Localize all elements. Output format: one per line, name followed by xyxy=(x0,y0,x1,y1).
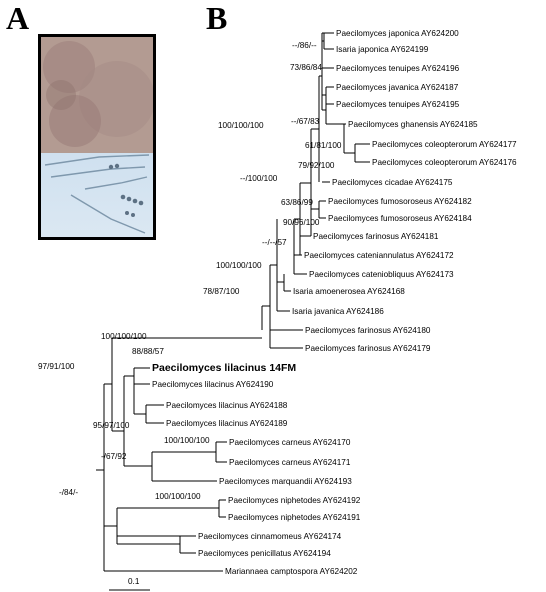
support-value: 78/87/100 xyxy=(203,287,240,296)
support-value: 88/88/57 xyxy=(132,347,164,356)
taxon-label: Paecilomyces lilacinus AY624188 xyxy=(166,401,288,410)
taxon-label: Paecilomyces lilacinus AY624189 xyxy=(166,419,288,428)
scale-bar-label: 0.1 xyxy=(128,577,140,586)
taxon-label: Paecilomyces ghanensis AY624185 xyxy=(348,120,478,129)
taxon-label: Paecilomyces farinosus AY624179 xyxy=(305,344,431,353)
support-value: --/86/-- xyxy=(292,41,317,50)
taxon-label: Isaria javanica AY624186 xyxy=(292,307,384,316)
taxon-label: Paecilomyces carneus AY624171 xyxy=(229,458,351,467)
panel-label-b: B xyxy=(206,0,228,36)
support-value: 100/100/100 xyxy=(218,121,264,130)
taxon-label: Paecilomyces coleopterorum AY624177 xyxy=(372,140,517,149)
taxon-label: Paecilomyces penicillatus AY624194 xyxy=(198,549,331,558)
support-value: -/84/- xyxy=(59,488,78,497)
taxon-label: Paecilomyces cinnamomeus AY624174 xyxy=(198,532,342,541)
taxon-label: Isaria japonica AY624199 xyxy=(336,45,429,54)
taxon-label: Paecilomyces niphetodes AY624191 xyxy=(228,513,361,522)
taxon-label: Paecilomyces cicadae AY624175 xyxy=(332,178,453,187)
taxon-label: Paecilomyces carneus AY624170 xyxy=(229,438,351,447)
taxon-label: Paecilomyces farinosus AY624180 xyxy=(305,326,431,335)
taxon-label: Paecilomyces fumosoroseus AY624182 xyxy=(328,197,472,206)
highlight-taxon-label: Paecilomyces lilacinus 14FM xyxy=(152,362,296,374)
taxon-label: Paecilomyces javanica AY624187 xyxy=(336,83,459,92)
panel-label-a: A xyxy=(6,0,30,36)
support-value: --/67/83 xyxy=(291,117,320,126)
taxon-label: Paecilomyces coleopterorum AY624176 xyxy=(372,158,517,167)
microscopy-image xyxy=(41,153,153,237)
support-value: 61/81/100 xyxy=(305,141,342,150)
support-value: 100/100/100 xyxy=(155,492,201,501)
taxon-label: Paecilomyces fumosoroseus AY624184 xyxy=(328,214,472,223)
support-value: 73/86/84 xyxy=(290,63,322,72)
taxon-label: Paecilomyces tenuipes AY624196 xyxy=(336,64,460,73)
support-value: 100/100/100 xyxy=(216,261,262,270)
taxon-label: Paecilomyces marquandii AY624193 xyxy=(219,477,352,486)
taxon-label: Paecilomyces cateniannulatus AY624172 xyxy=(304,251,454,260)
support-value: 79/92/100 xyxy=(298,161,335,170)
support-value: 100/100/100 xyxy=(101,332,147,341)
support-value: --/100/100 xyxy=(240,174,278,183)
taxon-label: Paecilomyces lilacinus AY624190 xyxy=(152,380,274,389)
petri-dish-image xyxy=(41,37,153,153)
support-value: -/67/92 xyxy=(101,452,127,461)
support-value: 90/96/100 xyxy=(283,218,320,227)
support-value: 95/97/100 xyxy=(93,421,130,430)
support-value: 97/91/100 xyxy=(38,362,75,371)
support-value: --/--/57 xyxy=(262,238,287,247)
specimen-photo xyxy=(38,34,156,240)
support-value: 100/100/100 xyxy=(164,436,210,445)
support-value: 63/86/99 xyxy=(281,198,313,207)
taxon-label: Paecilomyces japonica AY624200 xyxy=(336,29,459,38)
taxon-label: Isaria amoenerosea AY624168 xyxy=(293,287,405,296)
taxon-label: Paecilomyces niphetodes AY624192 xyxy=(228,496,361,505)
taxon-label: Mariannaea camptospora AY624202 xyxy=(225,567,358,576)
taxon-label: Paecilomyces farinosus AY624181 xyxy=(313,232,439,241)
taxon-label: Paecilomyces tenuipes AY624195 xyxy=(336,100,460,109)
taxon-label: Paecilomyces cateniobliquus AY624173 xyxy=(309,270,454,279)
